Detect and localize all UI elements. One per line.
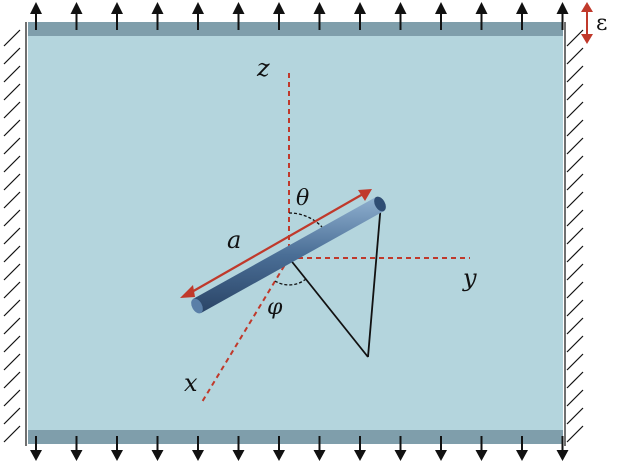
tension-arrow-up <box>70 2 83 30</box>
tension-arrow-up <box>354 2 366 30</box>
hatch-stroke <box>3 299 21 317</box>
theta-arc <box>288 212 323 228</box>
tension-arrow-up <box>313 2 326 30</box>
hatch-stroke <box>566 65 584 83</box>
hatch-stroke <box>3 407 21 425</box>
hatch-stroke <box>566 101 584 119</box>
hatch-stroke <box>566 227 584 245</box>
tension-arrow-down <box>192 436 204 461</box>
tension-arrow-up <box>556 2 569 30</box>
hatch-stroke <box>3 155 21 173</box>
hatch-stroke <box>3 245 21 263</box>
x-axis-label: x <box>184 369 198 397</box>
tension-arrow-down <box>516 436 528 461</box>
hatch-stroke <box>566 173 584 191</box>
hatch-stroke <box>3 227 21 245</box>
hatch-stroke <box>3 281 21 299</box>
hatch-stroke <box>566 389 584 407</box>
hatch-stroke <box>566 353 584 371</box>
tension-arrow-up <box>435 2 447 30</box>
fiber-length-arrow <box>180 189 372 298</box>
hatch-stroke <box>3 101 21 119</box>
hatch-stroke <box>566 407 584 425</box>
tension-arrow-down <box>111 436 123 461</box>
top-grip <box>28 22 563 36</box>
hatch-stroke <box>566 371 584 389</box>
hatch-stroke <box>566 299 584 317</box>
fiber-in-plane-projection <box>288 257 369 358</box>
hatch-stroke <box>3 389 21 407</box>
hatch-stroke <box>3 353 21 371</box>
tension-arrow-up <box>516 2 528 30</box>
hatch-stroke <box>3 65 21 83</box>
top-tension-arrows <box>30 2 569 30</box>
hatch-stroke <box>3 29 21 47</box>
tension-arrow-down <box>232 436 245 461</box>
tension-arrow-down <box>354 436 366 461</box>
hatch-stroke <box>566 281 584 299</box>
bottom-grip <box>28 430 563 444</box>
tension-arrow-up <box>30 2 42 30</box>
fiber-cylinder <box>191 196 386 314</box>
hatch-stroke <box>3 173 21 191</box>
hatch-stroke <box>3 317 21 335</box>
y-axis-label: y <box>462 264 477 292</box>
hatch-stroke <box>566 425 584 443</box>
phi-label: φ <box>267 295 283 320</box>
tension-arrow-down <box>475 436 488 461</box>
hatch-stroke <box>566 335 584 353</box>
hatch-stroke <box>566 83 584 101</box>
tension-arrow-down <box>70 436 83 461</box>
tension-arrow-down <box>394 436 407 461</box>
hatch-stroke <box>3 371 21 389</box>
hatch-stroke <box>566 29 584 47</box>
hatch-stroke <box>566 47 584 65</box>
bottom-tension-arrows <box>30 436 569 461</box>
tension-arrow-down <box>313 436 326 461</box>
hatch-stroke <box>3 335 21 353</box>
x-axis <box>201 257 290 403</box>
hatch-stroke <box>3 191 21 209</box>
tension-arrow-down <box>30 436 42 461</box>
hatch-stroke <box>566 137 584 155</box>
hatch-stroke <box>566 119 584 137</box>
theta-label: θ <box>296 186 309 211</box>
hatch-stroke <box>3 263 21 281</box>
tension-arrow-up <box>192 2 204 30</box>
hatch-stroke <box>3 137 21 155</box>
hatch-stroke <box>3 83 21 101</box>
hatch-stroke <box>566 263 584 281</box>
tension-arrow-up <box>273 2 285 30</box>
hatch-stroke <box>566 191 584 209</box>
hatch-stroke <box>3 425 21 443</box>
hatch-stroke <box>3 47 21 65</box>
tension-arrow-down <box>556 436 569 461</box>
tension-arrow-down <box>151 436 164 461</box>
fiber-length-label: a <box>227 226 241 254</box>
left-fixed-support-hatching <box>3 22 27 446</box>
right-fixed-support-hatching <box>564 22 584 446</box>
strain-label: ε <box>596 11 607 36</box>
hatch-stroke <box>566 209 584 227</box>
tension-arrow-up <box>111 2 123 30</box>
strain-indicator <box>581 2 593 44</box>
tension-arrow-up <box>151 2 164 30</box>
tension-arrow-up <box>232 2 245 30</box>
hatch-stroke <box>566 317 584 335</box>
tension-arrow-down <box>273 436 285 461</box>
hatch-stroke <box>3 209 21 227</box>
tension-arrow-down <box>435 436 447 461</box>
phi-arc <box>274 278 307 286</box>
hatch-stroke <box>566 245 584 263</box>
tension-arrow-up <box>475 2 488 30</box>
hatch-stroke <box>566 155 584 173</box>
hatch-stroke <box>3 119 21 137</box>
fiber-vertical-projection <box>367 202 382 358</box>
z-axis-label: z <box>256 54 270 82</box>
tension-arrow-up <box>394 2 407 30</box>
